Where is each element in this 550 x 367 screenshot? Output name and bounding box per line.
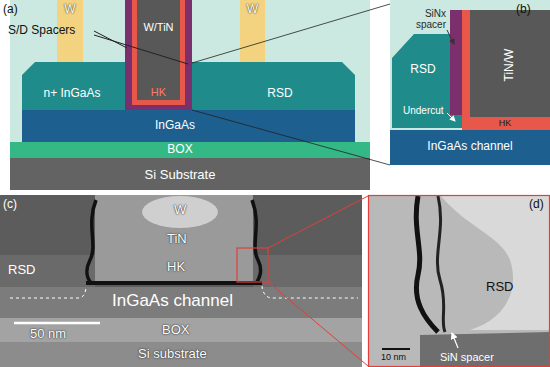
image-label: TiN bbox=[167, 232, 187, 246]
rect-shape bbox=[390, 130, 550, 165]
rect-shape bbox=[253, 255, 362, 287]
path-shape bbox=[86, 281, 262, 285]
image-label: RSD bbox=[486, 280, 513, 294]
part-label: S/D Spacers bbox=[8, 24, 75, 37]
rect-shape bbox=[0, 287, 362, 318]
image-label: InGaAs channel bbox=[112, 292, 233, 311]
rect-shape bbox=[22, 110, 355, 142]
panel-letter: (a) bbox=[3, 3, 18, 16]
panel-letter: (d) bbox=[529, 198, 544, 211]
path-shape bbox=[87, 200, 96, 284]
rect-shape bbox=[237, 248, 268, 282]
node-text: n+ InGaAs bbox=[43, 87, 100, 100]
rect-shape bbox=[368, 195, 550, 367]
path-shape bbox=[252, 200, 261, 284]
panel-letter: (b) bbox=[516, 3, 531, 16]
substrate-layer: Si Substrate bbox=[110, 166, 250, 184]
polygon-shape bbox=[192, 62, 355, 110]
rect-shape bbox=[95, 195, 253, 283]
rect-shape bbox=[0, 195, 362, 367]
node-text: InGaAs channel bbox=[427, 140, 512, 153]
image-label: BOX bbox=[162, 323, 189, 337]
scale-label: 10 nm bbox=[381, 353, 406, 363]
rect-shape bbox=[0, 318, 362, 342]
rect-shape bbox=[462, 117, 550, 130]
rect-shape bbox=[462, 10, 470, 130]
line-shape bbox=[192, 110, 390, 165]
image-label: W bbox=[174, 203, 186, 217]
path-shape bbox=[437, 196, 445, 332]
gate-box: W/TiN bbox=[137, 18, 180, 36]
source-region: n+ InGaAs bbox=[24, 86, 120, 102]
scale-label: 50 nm bbox=[30, 327, 66, 341]
channel-layer: InGaAs channel bbox=[395, 138, 545, 156]
rect-shape bbox=[10, 0, 370, 142]
part-label: SiNx spacer bbox=[404, 8, 446, 30]
gate-metal: TiN/W bbox=[502, 20, 518, 110]
rect-shape bbox=[0, 255, 95, 287]
line-shape bbox=[452, 333, 458, 348]
image-label: RSD bbox=[8, 263, 35, 277]
path-shape bbox=[420, 332, 550, 367]
contact-box: W bbox=[240, 2, 265, 18]
node-text: BOX bbox=[167, 143, 192, 156]
rect-shape bbox=[132, 0, 185, 105]
rect-shape bbox=[390, 0, 550, 165]
channel-layer: InGaAs bbox=[130, 118, 220, 134]
path-shape bbox=[440, 195, 550, 330]
line-shape bbox=[268, 196, 368, 248]
node-text: W bbox=[64, 3, 75, 16]
panel-d-art bbox=[368, 195, 550, 367]
rect-shape bbox=[0, 342, 362, 367]
rect-shape bbox=[450, 10, 462, 115]
line-shape bbox=[14, 322, 100, 325]
rect-shape bbox=[470, 10, 550, 117]
node-text: W/TiN bbox=[143, 21, 173, 33]
node-text: TiN/W bbox=[503, 49, 516, 82]
path-shape bbox=[262, 286, 358, 298]
line-shape bbox=[268, 282, 368, 366]
line-shape bbox=[94, 35, 188, 64]
rect-shape bbox=[369, 196, 550, 367]
panel-c-art bbox=[0, 195, 368, 367]
line-shape bbox=[382, 348, 410, 350]
contact-box: W bbox=[57, 2, 83, 18]
gate-dielectric: HK bbox=[137, 85, 180, 99]
rect-shape bbox=[240, 0, 265, 64]
panel-b-art bbox=[390, 0, 550, 165]
node-text: RSD bbox=[410, 63, 435, 76]
path-shape bbox=[416, 196, 438, 332]
node-text: Si Substrate bbox=[145, 168, 216, 182]
node-text: RSD bbox=[267, 87, 292, 100]
node-text: W bbox=[247, 3, 258, 16]
part-label: Undercut bbox=[403, 105, 444, 116]
raised-source-drain: RSD bbox=[398, 62, 448, 78]
line-shape bbox=[192, 4, 390, 63]
image-label: HK bbox=[167, 260, 185, 274]
line-shape bbox=[94, 31, 127, 48]
ellipse-shape bbox=[142, 196, 218, 228]
line-shape bbox=[447, 113, 455, 121]
node-text: InGaAs bbox=[155, 119, 195, 132]
node-text: HK bbox=[151, 86, 166, 98]
node-text: HK bbox=[499, 119, 512, 129]
image-label: SiN spacer bbox=[440, 351, 494, 363]
rect-shape bbox=[10, 158, 370, 190]
drain-region: RSD bbox=[245, 86, 315, 102]
path-shape bbox=[10, 286, 86, 298]
line-shape bbox=[447, 30, 454, 44]
panel-letter: (c) bbox=[3, 198, 17, 211]
polygon-shape bbox=[22, 62, 125, 110]
gate-dielectric: HK bbox=[480, 117, 530, 130]
image-label: Si substrate bbox=[138, 347, 207, 361]
oxide-layer: BOX bbox=[150, 142, 210, 158]
